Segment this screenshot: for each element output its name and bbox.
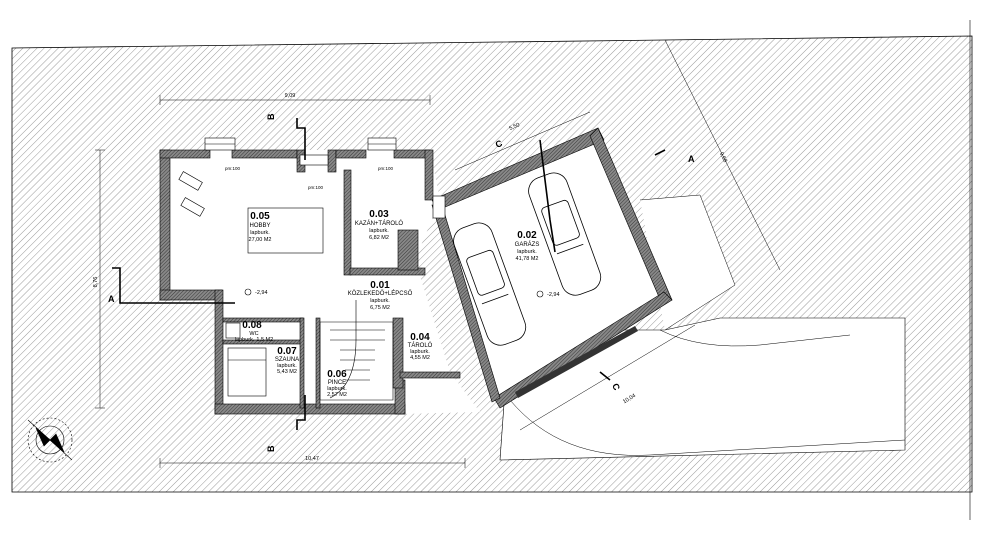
room-label-r008: 0.08 WC lapburk.1,5 M2: [235, 320, 273, 343]
room-label-r004: 0.04 TÁROLÓ lapburk. 4,55 M2: [408, 332, 433, 361]
svg-text:0.05: 0.05: [250, 211, 270, 222]
svg-text:5,43 M2: 5,43 M2: [277, 369, 297, 375]
dim-garage-right: 9,68: [718, 151, 728, 163]
section-c-top: C: [494, 138, 504, 150]
section-labels: A A B B C C: [108, 113, 695, 452]
svg-text:PINCE: PINCE: [328, 380, 346, 386]
svg-text:6,75 M2: 6,75 M2: [370, 305, 390, 311]
window-tag-3: pm:100: [378, 166, 394, 171]
svg-text:0.07: 0.07: [277, 346, 297, 357]
svg-text:41,78 M2: 41,78 M2: [516, 256, 539, 262]
section-b-bottom: B: [266, 445, 276, 452]
section-c-bottom: C: [610, 382, 622, 392]
room-label-r006: 0.06 PINCE lapburk. 2,57 M2: [327, 369, 347, 398]
svg-text:6,82 M2: 6,82 M2: [369, 235, 389, 241]
svg-text:0.06: 0.06: [327, 369, 347, 380]
furniture: [178, 171, 394, 401]
garage-door: [515, 326, 638, 398]
north-arrow-icon: [27, 417, 73, 463]
svg-text:lapburk.: lapburk.: [410, 349, 430, 355]
svg-text:0.01: 0.01: [370, 280, 390, 291]
window-tag-2: pm:100: [308, 185, 324, 190]
window-tags: pm:100 pm:100 pm:100: [225, 166, 394, 190]
dim-garage-top: 5,50: [509, 122, 521, 132]
walls: [159, 127, 673, 415]
svg-text:lapburk.: lapburk.: [370, 298, 390, 304]
level-hobby: -2,94: [255, 290, 268, 296]
room-label-r007: 0.07 SZAUNA lapburk. 5,43 M2: [275, 346, 299, 375]
room-label-r005: 0.05 HOBBY lapburk. 27,00 M2: [249, 211, 272, 243]
svg-text:TÁROLÓ: TÁROLÓ: [408, 342, 433, 349]
svg-text:GARÁZS: GARÁZS: [515, 241, 540, 248]
svg-text:0.04: 0.04: [410, 332, 430, 343]
svg-text:4,55 M2: 4,55 M2: [410, 355, 430, 361]
section-a-right: A: [688, 154, 695, 164]
svg-text:lapburk.: lapburk.: [277, 363, 297, 369]
svg-text:0.02: 0.02: [517, 230, 537, 241]
svg-text:0.03: 0.03: [369, 209, 389, 220]
window-tag-1: pm:100: [225, 166, 241, 171]
section-marker-icon: [112, 118, 666, 430]
svg-text:lapburk.: lapburk.: [250, 230, 270, 236]
dim-bottom: 10,47: [305, 456, 319, 462]
svg-text:KÖZLEKEDŐ+LÉPCSŐ: KÖZLEKEDŐ+LÉPCSŐ: [348, 290, 413, 297]
svg-text:HOBBY: HOBBY: [249, 223, 270, 229]
room-label-r001: 0.01 KÖZLEKEDŐ+LÉPCSŐ lapburk. 6,75 M2: [348, 280, 413, 311]
windows: [204, 137, 397, 166]
dim-left: 8,76: [93, 277, 99, 288]
room-label-r002: 0.02 GARÁZS lapburk. 41,78 M2: [515, 230, 540, 262]
lounger-icon: [178, 171, 205, 217]
svg-text:0.08: 0.08: [242, 320, 262, 331]
section-a-left: A: [108, 294, 115, 304]
svg-text:WC: WC: [249, 331, 258, 337]
svg-text:lapburk.1,5 M2: lapburk.1,5 M2: [235, 337, 273, 343]
svg-text:2,57 M2: 2,57 M2: [327, 392, 347, 398]
svg-text:SZAUNA: SZAUNA: [275, 357, 299, 363]
dim-top: 9,09: [285, 93, 296, 99]
svg-text:27,00 M2: 27,00 M2: [249, 237, 272, 243]
level-markers: -2,94 -2,94: [244, 288, 560, 298]
svg-text:lapburk.: lapburk.: [369, 228, 389, 234]
car-icon: [528, 172, 602, 296]
room-label-r003: 0.03 KAZÁN+TÁROLÓ lapburk. 6,82 M2: [355, 209, 404, 241]
section-b-top: B: [266, 113, 276, 120]
svg-text:lapburk.: lapburk.: [327, 386, 347, 392]
svg-text:lapburk.: lapburk.: [517, 249, 537, 255]
car-icon: [453, 222, 527, 346]
svg-text:KAZÁN+TÁROLÓ: KAZÁN+TÁROLÓ: [355, 220, 404, 227]
level-garage: -2,94: [547, 292, 560, 298]
